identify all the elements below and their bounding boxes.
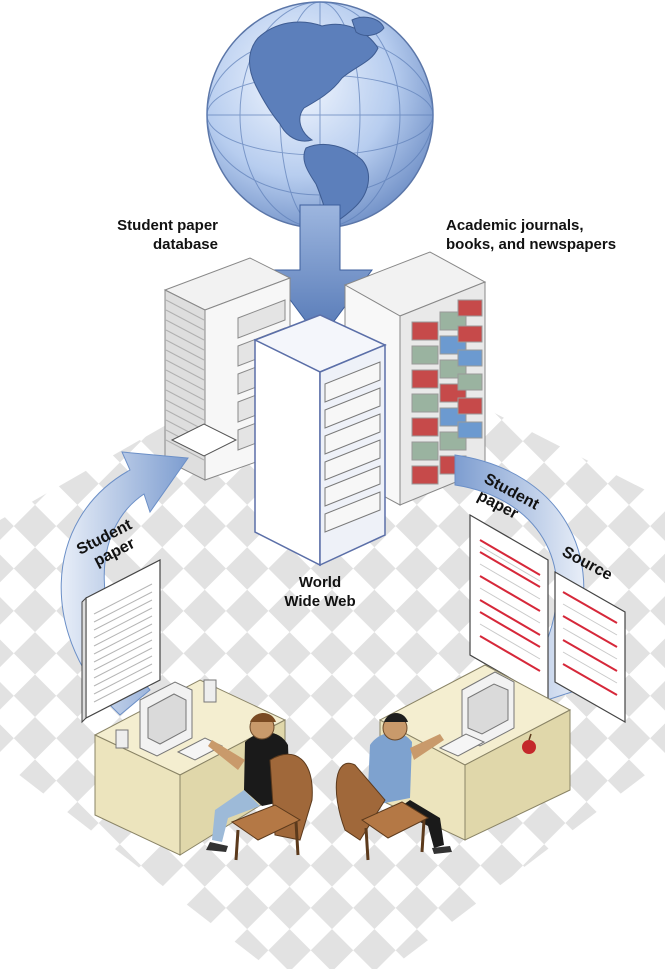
document-icon [554,570,626,724]
world-wide-web-label: World Wide Web [270,573,370,611]
globe-icon [206,1,434,229]
student-workstation-icon [93,679,313,861]
academic-sources-label-line1: Academic journals, [446,217,584,234]
academic-sources-label: Academic journals, books, and newspapers [446,216,616,254]
world-wide-web-label-line1: World [298,574,342,591]
academic-sources-label-line2: books, and newspapers [446,236,617,253]
world-wide-web-label-line2: Wide Web [284,593,356,610]
document-icon [81,559,161,724]
student-paper-database-label: Student paper database [66,216,218,254]
student-paper-database-label-line2: database [152,236,218,253]
web-server-icon [253,314,387,567]
document-icon [469,513,549,702]
student-paper-database-label-line1: Student paper [117,217,218,234]
apple-icon [522,733,536,754]
instructor-workstation-icon [335,664,572,861]
